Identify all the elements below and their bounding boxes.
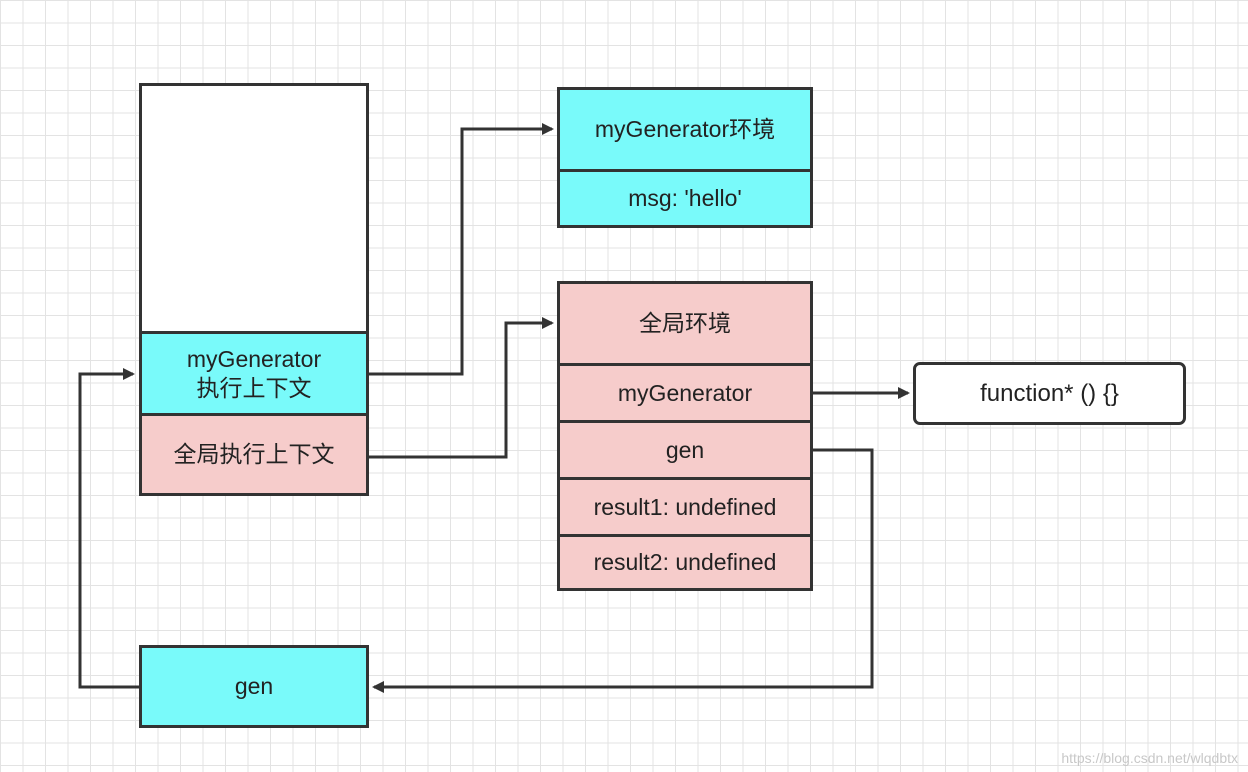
gen-object: gen <box>139 645 369 728</box>
global-env-var-mygenerator: myGenerator <box>557 363 813 423</box>
global-env-var-result1: result1: undefined <box>557 477 813 537</box>
global-env-var-gen: gen <box>557 420 813 480</box>
arrow-gen-box-to-generator-context <box>78 368 139 689</box>
arrow-gen-var-to-gen-box <box>372 448 874 693</box>
global-env-title: 全局环境 <box>557 281 813 366</box>
arrow-generator-context-to-env <box>369 123 554 376</box>
generator-execution-context: myGenerator 执行上下文 <box>139 331 369 416</box>
generator-env-title: myGenerator环境 <box>557 87 813 172</box>
stack-empty-slot <box>139 83 369 334</box>
generator-env-var: msg: 'hello' <box>557 169 813 228</box>
global-execution-context: 全局执行上下文 <box>139 413 369 496</box>
function-object: function* () {} <box>913 362 1186 425</box>
arrow-global-context-to-env <box>369 317 554 459</box>
watermark: https://blog.csdn.net/wlqdbtx <box>1061 750 1238 766</box>
global-env-var-result2: result2: undefined <box>557 534 813 591</box>
